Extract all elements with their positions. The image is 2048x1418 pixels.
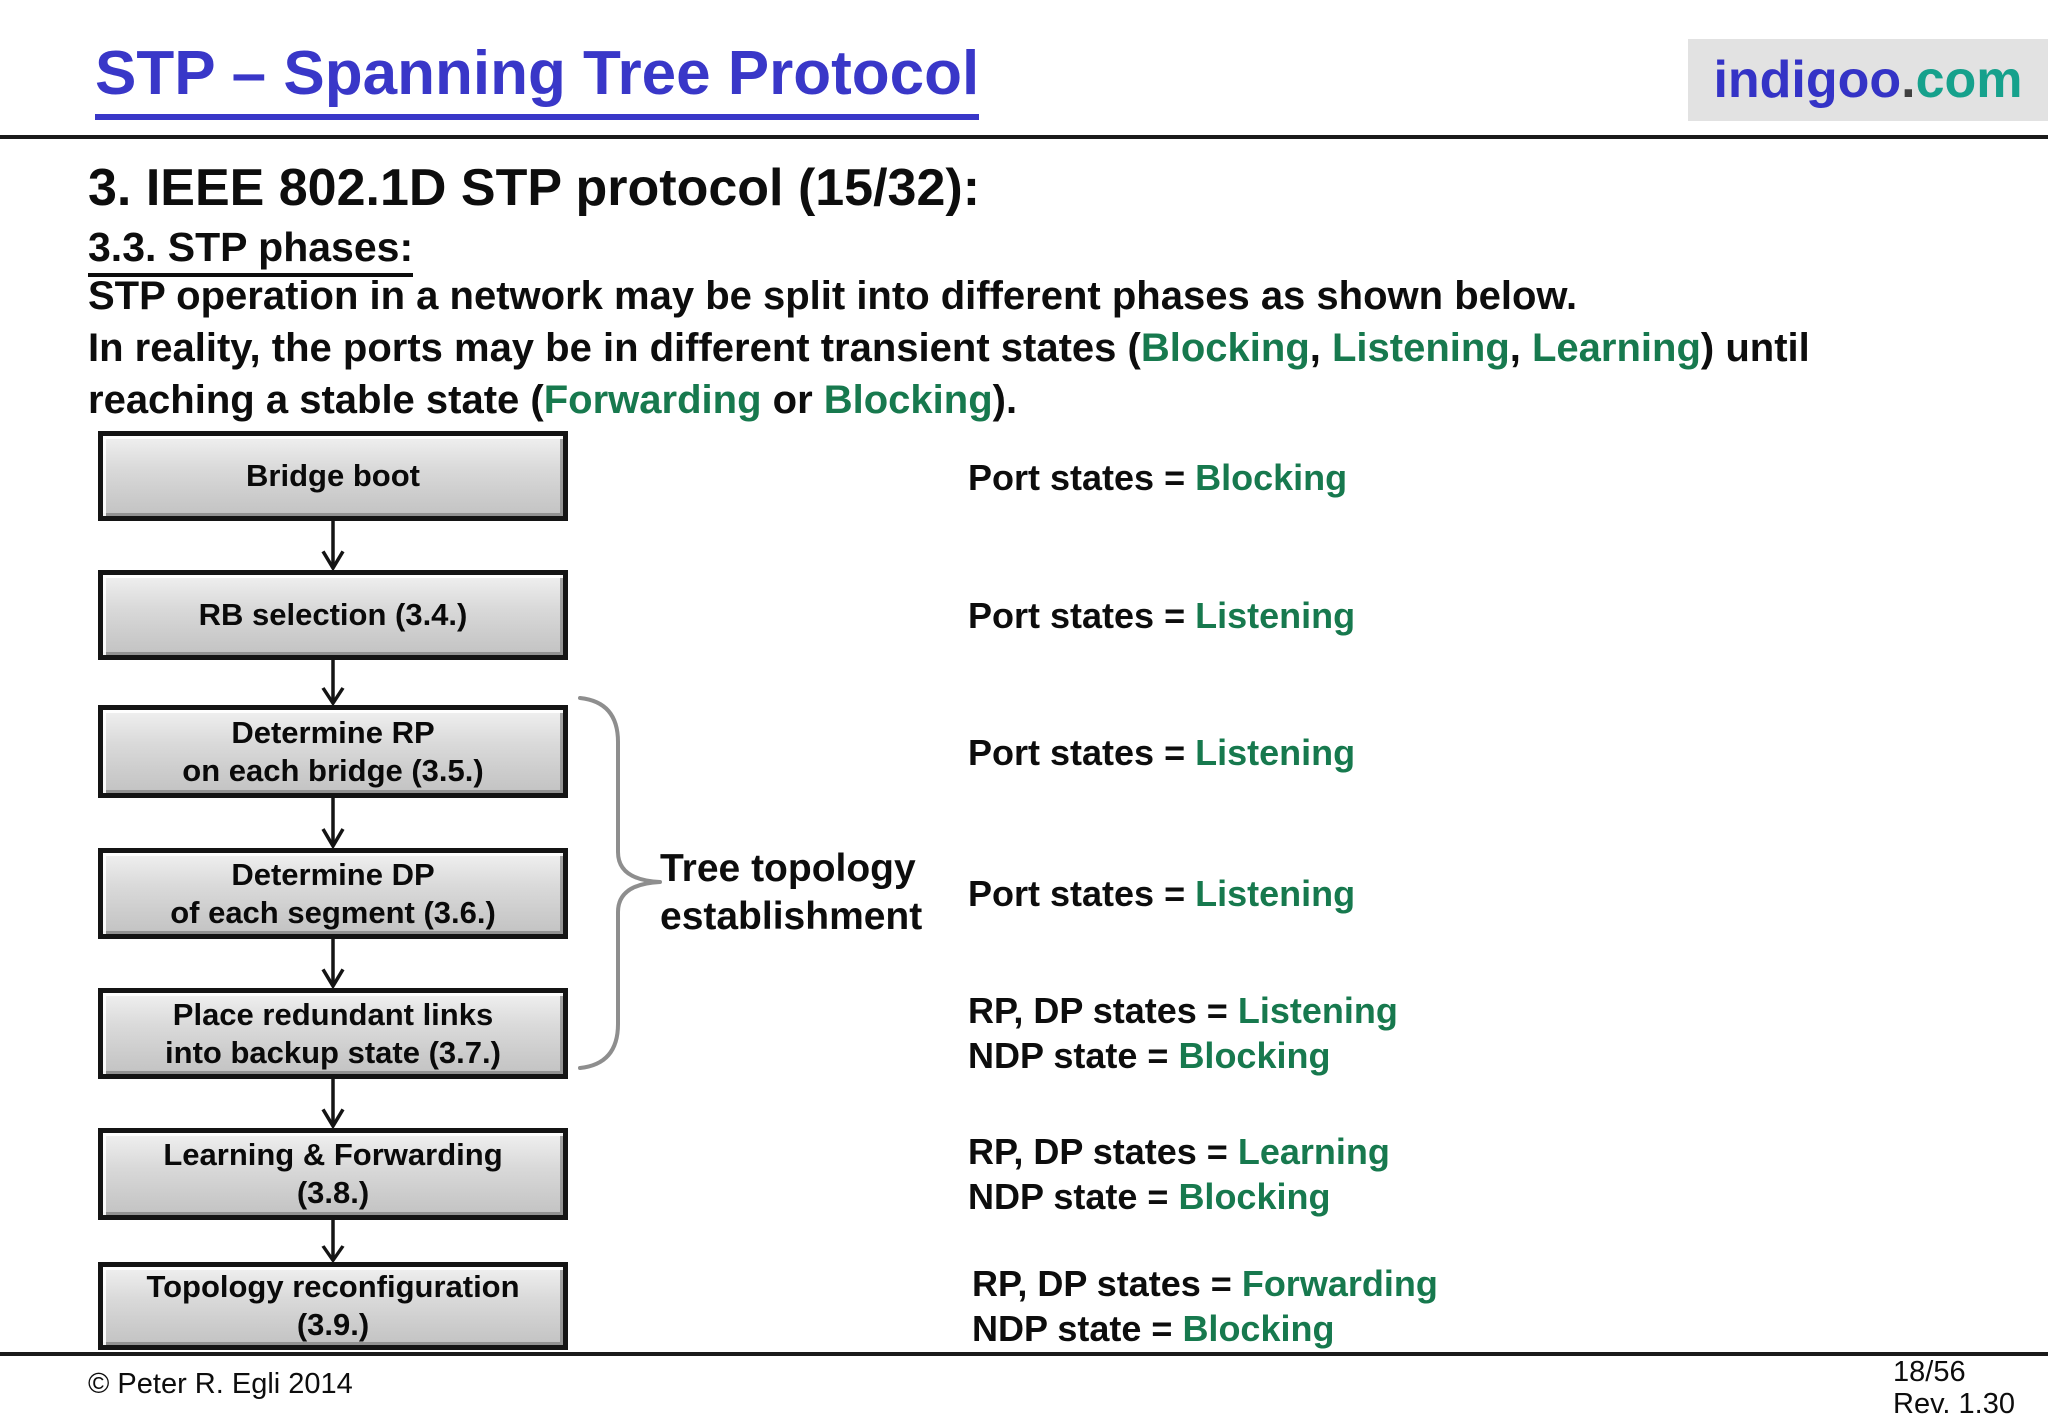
- paragraph-line-1: STP operation in a network may be split …: [88, 274, 1578, 318]
- state-row-learning-forwarding: RP, DP states = Learning NDP state = Blo…: [968, 1131, 1390, 1217]
- down-arrow-icon: [321, 1079, 345, 1128]
- state-row-redundant-links: RP, DP states = Listening NDP state = Bl…: [968, 990, 1398, 1076]
- intro-paragraph: STP operation in a network may be split …: [88, 270, 1810, 426]
- flow-box-redundant-links: Place redundant links into backup state …: [98, 988, 568, 1079]
- logo-dot: .: [1901, 51, 1916, 109]
- curly-brace-icon: [578, 696, 662, 1070]
- indigoo-logo: indigoo.com: [1688, 39, 2048, 121]
- slide-title-text: STP – Spanning Tree Protocol: [95, 38, 980, 120]
- flow-box-determine-dp: Determine DP of each segment (3.6.): [98, 848, 568, 939]
- down-arrow-icon: [321, 660, 345, 705]
- footer-divider: [0, 1352, 2048, 1356]
- flow-box-learning-forwarding: Learning & Forwarding (3.8.): [98, 1128, 568, 1220]
- flow-box-bridge-boot: Bridge boot: [98, 431, 568, 521]
- down-arrow-icon: [321, 939, 345, 988]
- page-info: 18/56 Rev. 1.30: [1893, 1356, 2015, 1418]
- flow-box-determine-rp: Determine RP on each bridge (3.5.): [98, 705, 568, 798]
- paragraph-line-3: reaching a stable state (Forwarding or B…: [88, 378, 1018, 422]
- copyright: © Peter R. Egli 2014: [88, 1368, 353, 1400]
- flow-box-topology-reconfiguration: Topology reconfiguration (3.9.): [98, 1262, 568, 1350]
- down-arrow-icon: [321, 521, 345, 570]
- slide-title: STP – Spanning Tree Protocol: [95, 38, 980, 120]
- state-row-determine-rp: Port states = Listening: [968, 732, 1356, 773]
- down-arrow-icon: [321, 1220, 345, 1262]
- logo-tld: com: [1915, 51, 2023, 109]
- revision: Rev. 1.30: [1893, 1388, 2015, 1418]
- subsection-heading: 3.3. STP phases:: [88, 224, 414, 277]
- section-heading: 3. IEEE 802.1D STP protocol (15/32):: [88, 159, 981, 217]
- header-divider: [0, 135, 2048, 139]
- brace-label: Tree topology establishment: [660, 847, 923, 938]
- flow-box-rb-selection: RB selection (3.4.): [98, 570, 568, 660]
- logo-name: indigoo: [1713, 51, 1902, 109]
- subsection-heading-text: 3.3. STP phases:: [88, 224, 414, 277]
- page-number: 18/56: [1893, 1356, 1966, 1388]
- state-row-bridge-boot: Port states = Blocking: [968, 457, 1348, 498]
- state-row-topology-reconfiguration: RP, DP states = Forwarding NDP state = B…: [972, 1263, 1438, 1349]
- down-arrow-icon: [321, 798, 345, 848]
- paragraph-line-2: In reality, the ports may be in differen…: [88, 326, 1810, 370]
- state-row-rb-selection: Port states = Listening: [968, 595, 1356, 636]
- state-row-determine-dp: Port states = Listening: [968, 873, 1356, 914]
